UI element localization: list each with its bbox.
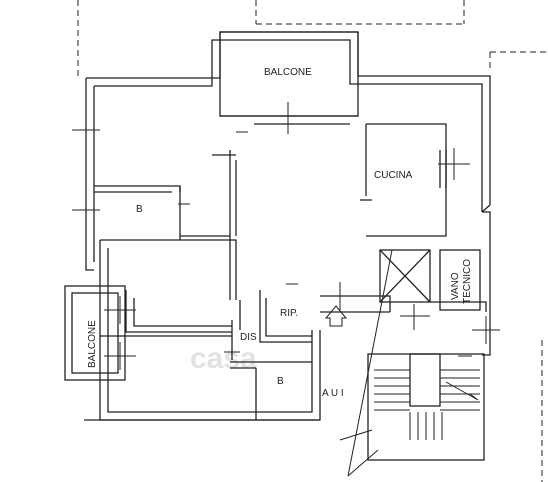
room-label-ascensore: A U I bbox=[322, 388, 344, 399]
room-label-tecnico: TECNICO bbox=[462, 259, 473, 304]
lift-stair-core bbox=[320, 249, 487, 477]
room-label-ripostiglio: RIP. bbox=[280, 308, 298, 319]
interior-walls bbox=[94, 150, 312, 420]
site-boundary-lines bbox=[77, 0, 548, 482]
balcony-left bbox=[64, 285, 126, 381]
room-label-bagno-left: B bbox=[136, 204, 143, 215]
room-label-vano: VANO bbox=[450, 272, 461, 300]
stair-treads bbox=[374, 369, 480, 440]
room-label-balcone-left: BALCONE bbox=[87, 320, 98, 368]
room-label-cucina: CUCINA bbox=[374, 170, 413, 181]
balcony-top bbox=[219, 31, 359, 125]
room-label-balcone-top: BALCONE bbox=[264, 67, 312, 78]
watermark: casa bbox=[190, 342, 257, 375]
room-label-disimpegno: DIS bbox=[240, 332, 257, 343]
entrance-arrow bbox=[324, 305, 348, 327]
kitchen-walls bbox=[360, 123, 447, 237]
window-symbols bbox=[72, 102, 500, 370]
room-label-bagno-bottom: B bbox=[277, 376, 284, 387]
